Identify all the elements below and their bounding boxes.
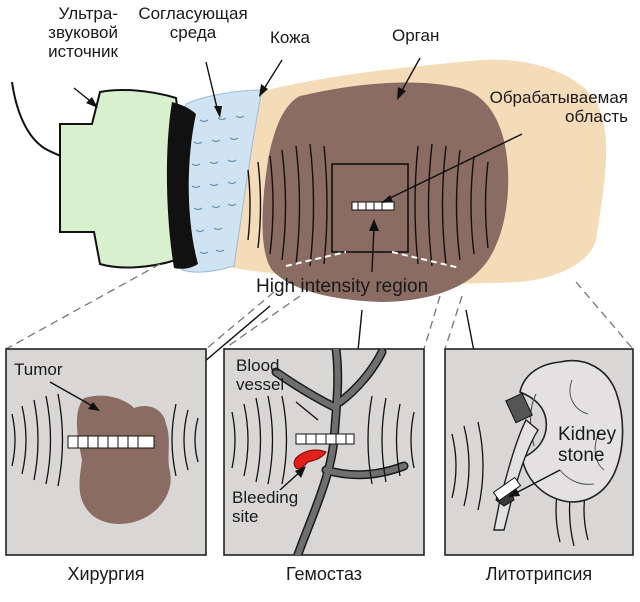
label-source-line3: источник	[48, 42, 118, 62]
label-target-line2: область	[565, 107, 628, 127]
label-bleeding-line1: Bleeding	[232, 488, 299, 507]
label-organ: Орган	[392, 26, 440, 45]
tumor-shape	[76, 395, 171, 524]
kidney-shape	[519, 359, 624, 503]
panel2-waves	[231, 395, 415, 485]
top-arrowheads	[86, 84, 406, 231]
panel-connector-lines	[5, 263, 634, 350]
label-source-line1: Ультра-	[58, 4, 118, 23]
label-medium-line2: среда	[169, 23, 217, 43]
label-kidney-stone: Kidney stone	[558, 424, 616, 467]
label-blood-vessel-line1: Blood	[236, 356, 280, 375]
label-source-line2: звуковой	[48, 23, 118, 43]
bleeding-site	[293, 449, 327, 469]
caption-lithotripsy: Литотрипсия	[485, 564, 593, 584]
transducer-handle	[59, 89, 182, 269]
label-target-line1: Обрабатываемая	[489, 88, 628, 107]
transducer-face	[166, 102, 198, 269]
label-bleeding-line2: site	[232, 507, 259, 527]
caption-hemostasis: Гемостаз	[285, 564, 363, 584]
top-leader-lines	[73, 57, 523, 273]
target-region-box	[331, 163, 409, 253]
label-kidney-line2: stone	[558, 445, 605, 467]
caption-surgery: Хирургия	[67, 564, 145, 584]
label-tumor: Tumor	[14, 360, 63, 379]
label-treated-area: Обрабатываемая область	[448, 88, 628, 126]
panel1-waves	[11, 393, 199, 487]
label-coupling-medium: Согласующая среда	[128, 4, 258, 42]
medium-wave-marks	[191, 115, 245, 255]
label-kidney-line1: Kidney	[558, 424, 617, 445]
panel-surgery	[5, 348, 207, 556]
label-high-intensity-region: High intensity region	[256, 276, 429, 297]
organ-dash-lines	[285, 251, 461, 269]
label-medium-line1: Согласующая	[138, 4, 248, 23]
lithotripsy-focal-zone	[492, 476, 522, 502]
label-skin: Кожа	[270, 28, 310, 47]
label-blood-vessel-line2: vessel	[236, 375, 285, 395]
ultrasound-waves	[247, 143, 489, 267]
focal-zone	[351, 201, 395, 211]
panel-hemostasis	[223, 348, 425, 556]
organ-shape	[262, 82, 509, 303]
label-blood-vessel: Blood vessel	[236, 356, 284, 394]
label-ultrasound-source: Ультра- звуковой источник	[22, 4, 118, 61]
label-bleeding-site: Bleeding site	[232, 488, 298, 526]
panel-lithotripsy	[444, 348, 634, 556]
